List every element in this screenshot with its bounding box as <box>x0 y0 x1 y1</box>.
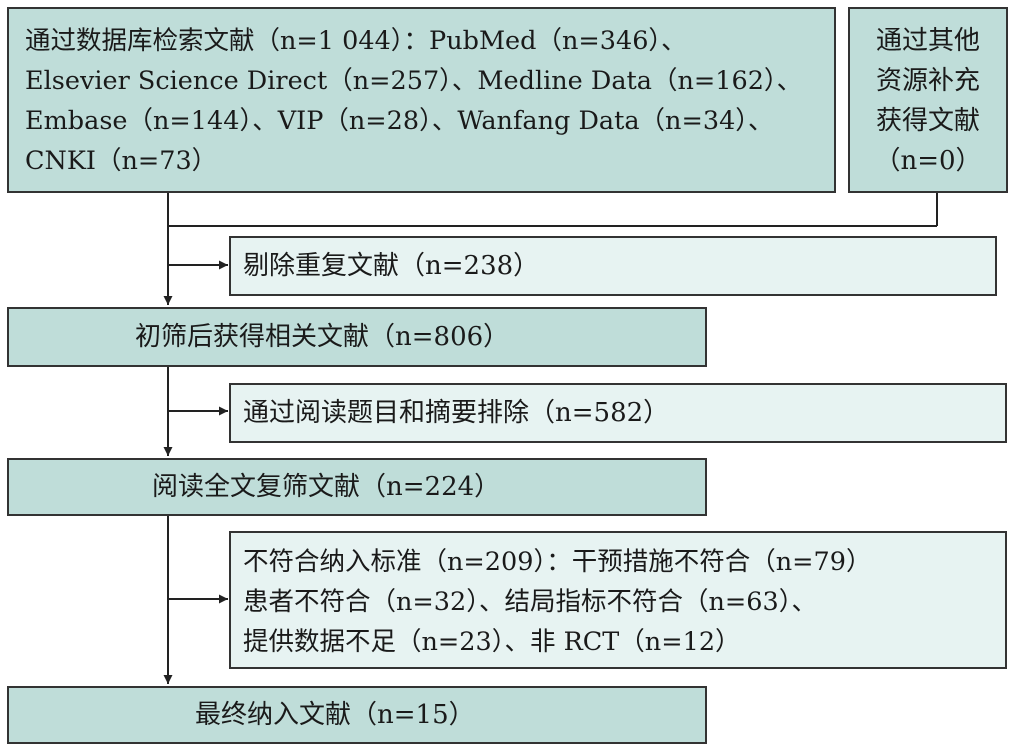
other-sources-line-1: 通过其他 <box>875 26 980 56</box>
initial-screen-box: 初筛后获得相关文献（n=806） <box>7 307 707 367</box>
database-search-line-4: CNKI（n=73） <box>25 146 218 176</box>
database-search-line-1: 通过数据库检索文献（n=1 044）：PubMed（n=346）、 <box>25 26 687 56</box>
other-sources-line-3: 获得文献 <box>875 106 980 136</box>
final-included-box: 最终纳入文献（n=15） <box>7 686 707 744</box>
title-abstract-exclude-box: 通过阅读题目和摘要排除（n=582） <box>229 383 1007 443</box>
database-search-box: 通过数据库检索文献（n=1 044）：PubMed（n=346）、 Elsevi… <box>7 7 836 193</box>
final-included-text: 最终纳入文献（n=15） <box>195 700 475 730</box>
other-sources-line-4: （n=0） <box>874 146 982 176</box>
other-sources-line-2: 资源补充 <box>875 66 980 96</box>
initial-screen-text: 初筛后获得相关文献（n=806） <box>135 322 510 352</box>
criteria-exclude-line-3: 提供数据不足（n=23）、非 RCT（n=12） <box>243 627 741 657</box>
other-sources-box: 通过其他 资源补充 获得文献 （n=0） <box>848 7 1008 193</box>
title-abstract-exclude-text: 通过阅读题目和摘要排除（n=582） <box>243 398 670 428</box>
fulltext-review-box: 阅读全文复筛文献（n=224） <box>7 458 707 516</box>
criteria-exclude-line-2: 患者不符合（n=32）、结局指标不符合（n=63）、 <box>243 587 817 617</box>
database-search-line-3: Embase（n=144）、VIP（n=28）、Wanfang Data（n=3… <box>25 106 774 136</box>
database-search-line-2: Elsevier Science Direct（n=257）、Medline D… <box>25 66 803 96</box>
remove-duplicates-text: 剔除重复文献（n=238） <box>243 251 540 281</box>
remove-duplicates-box: 剔除重复文献（n=238） <box>229 236 997 296</box>
fulltext-review-text: 阅读全文复筛文献（n=224） <box>152 472 501 502</box>
criteria-exclude-box: 不符合纳入标准（n=209）：干预措施不符合（n=79） 患者不符合（n=32）… <box>229 531 1007 669</box>
criteria-exclude-line-1: 不符合纳入标准（n=209）：干预措施不符合（n=79） <box>243 547 872 577</box>
